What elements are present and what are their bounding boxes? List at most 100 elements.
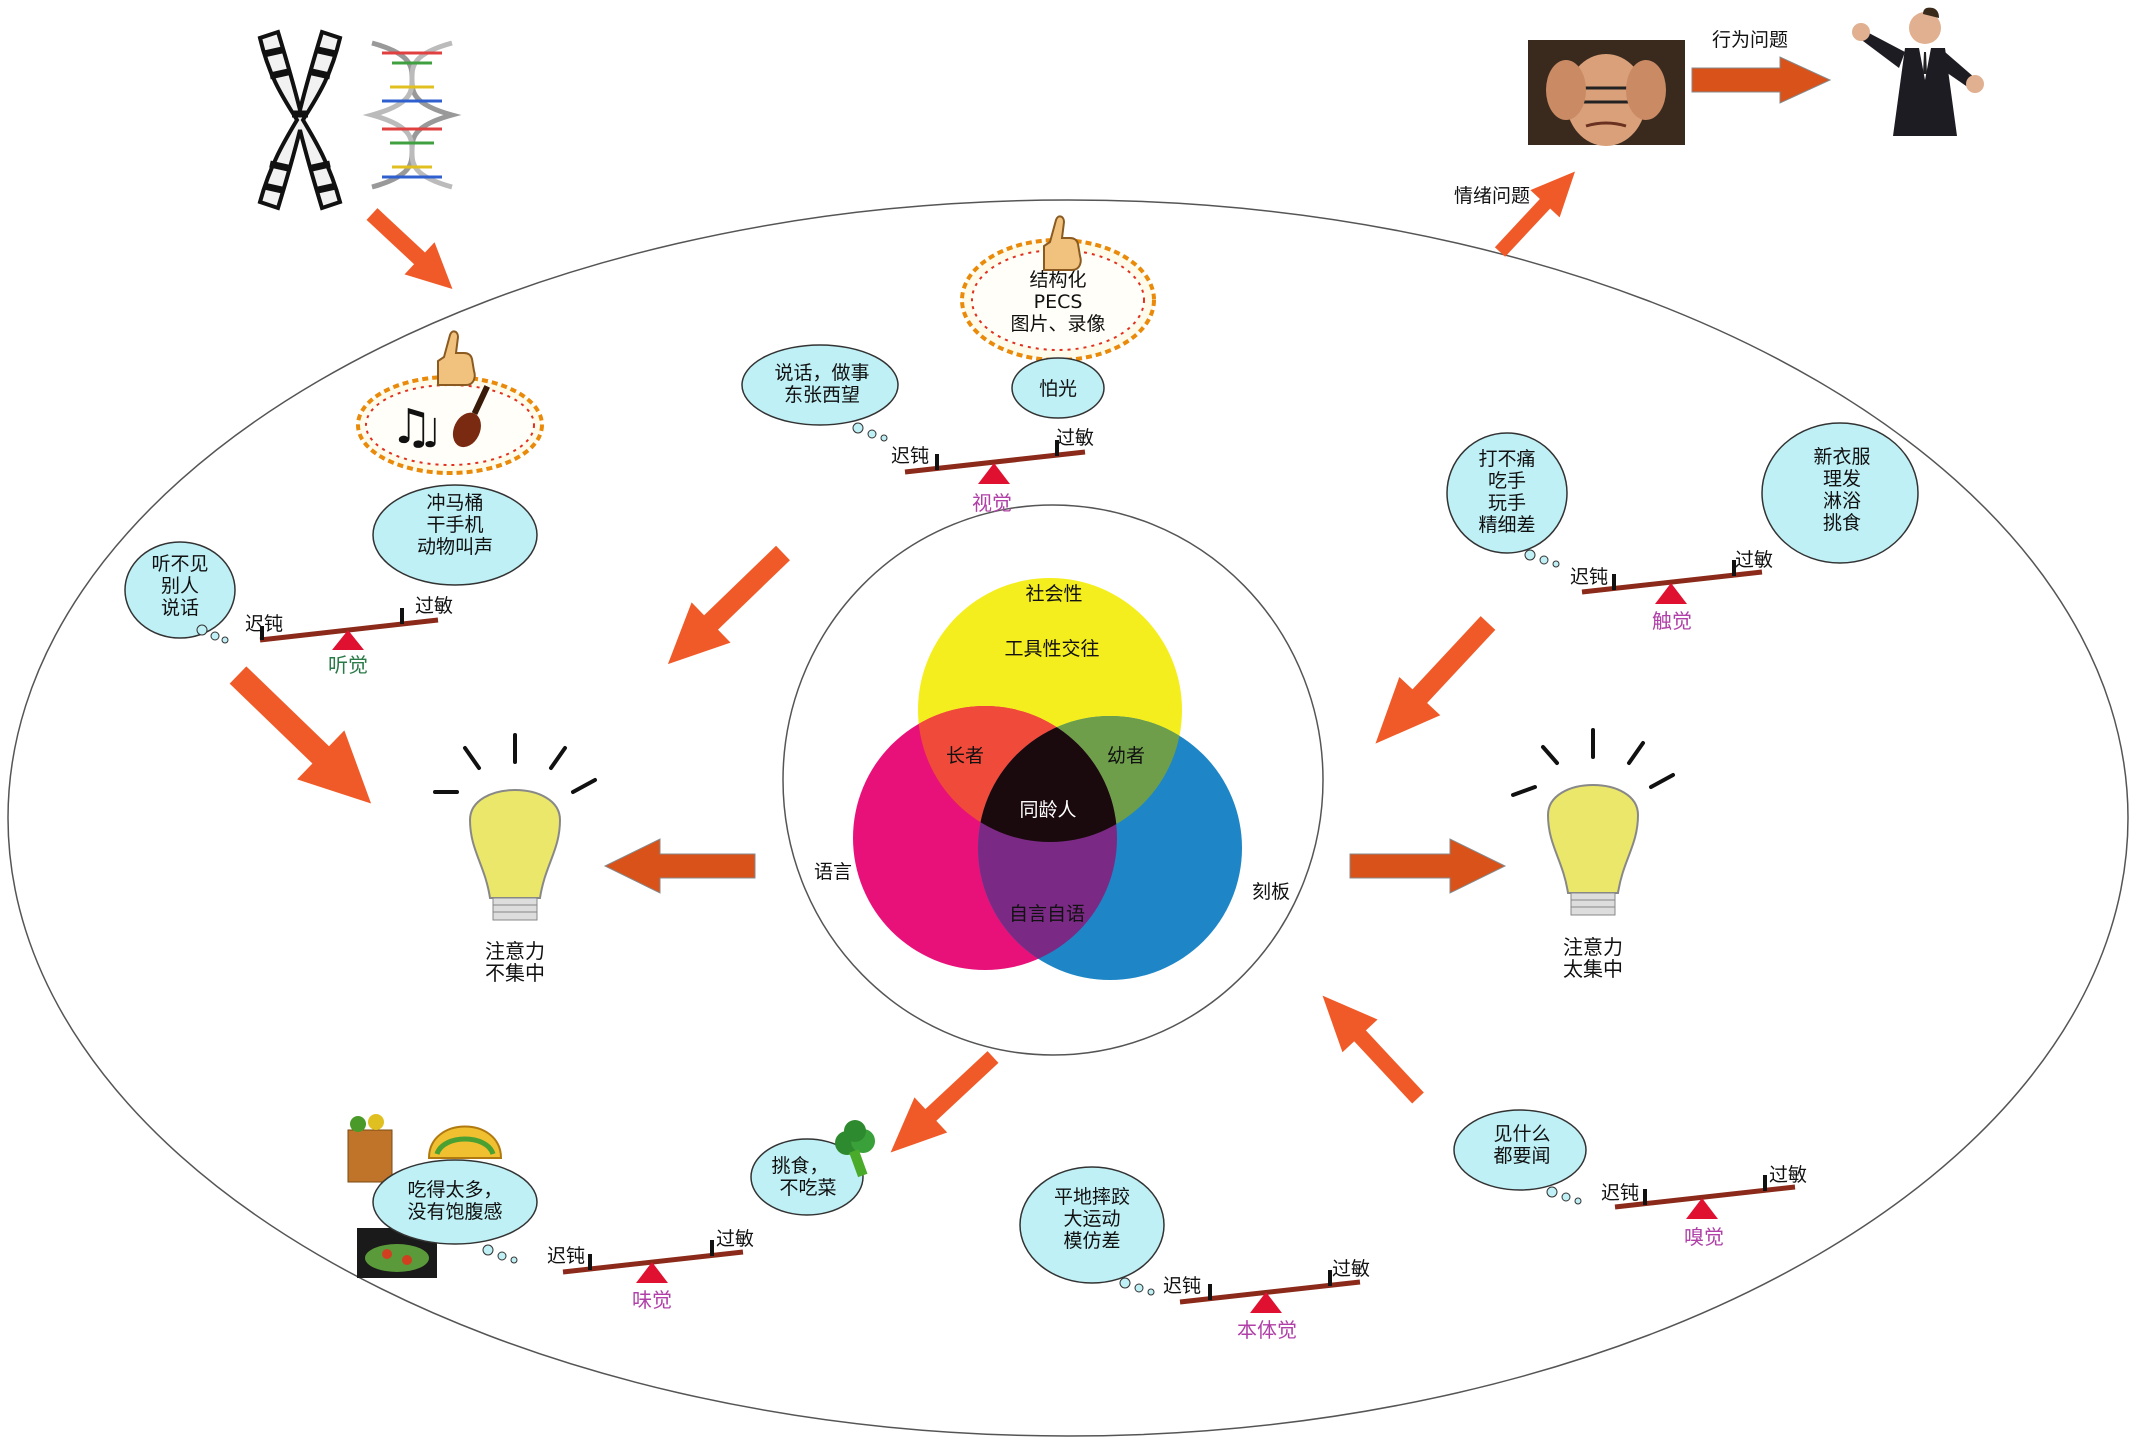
venn-label-elder: 长者 <box>946 745 984 767</box>
bubble-touch-low-line-3: 玩手 <box>1488 492 1526 514</box>
lightbulb-left <box>433 733 597 921</box>
bubble-vision-low-line-2: 东张西望 <box>784 384 860 406</box>
salad-plate-icon <box>357 1228 437 1278</box>
smell-low-label: 迟钝 <box>1601 1182 1639 1204</box>
seesaw-smell: 迟钝 过敏 嗅觉 <box>1601 1164 1807 1249</box>
music-notes-icon: ♫ <box>390 399 433 455</box>
arrow-hearing-to-bulb <box>229 666 372 804</box>
venn-label-rigid: 刻板 <box>1252 881 1290 903</box>
bubble-touch-low-line-2: 吃手 <box>1488 470 1526 492</box>
bubble-touch-high-line-4: 挑食 <box>1823 512 1861 534</box>
seesaw-touch: 迟钝 过敏 触觉 <box>1570 549 1773 633</box>
vision-high-label: 过敏 <box>1056 427 1094 449</box>
thumbs-up-icon-vision <box>1043 215 1082 271</box>
arrow-smell-to-circle <box>1322 995 1424 1104</box>
bubble-taste-low-line-1: 吃得太多， <box>407 1179 502 1201</box>
sense-taste: 味觉 <box>632 1288 672 1312</box>
bubble-hearing-high-line-1: 冲马桶 <box>426 492 483 514</box>
venn-overlap-center <box>978 716 1117 842</box>
taco-icon <box>427 1125 503 1159</box>
bubble-proprio-low-line-3: 模仿差 <box>1063 1230 1120 1252</box>
bubble-touch-low-line-1: 打不痛 <box>1478 448 1535 470</box>
dna-icon <box>362 40 462 190</box>
venn-label-younger: 幼者 <box>1107 745 1145 767</box>
taste-high-label: 过敏 <box>716 1228 754 1250</box>
vision-low-label: 迟钝 <box>891 445 929 467</box>
bubble-touch-low: 打不痛 吃手 玩手 精细差 <box>1446 432 1568 568</box>
bubble-taste-high-line-1: 挑食， <box>771 1155 828 1177</box>
attention-right-line-1: 注意力 <box>1563 935 1623 959</box>
broccoli-icon <box>835 1120 875 1178</box>
venn-diagram <box>853 578 1242 980</box>
bubble-hearing-low-line-1: 听不见 <box>151 553 208 575</box>
attention-left-line-1: 注意力 <box>485 939 545 963</box>
bubble-proprio-low: 平地摔跤 大运动 模仿差 <box>1019 1166 1165 1296</box>
bubble-taste-low-line-2: 没有饱腹感 <box>407 1201 502 1223</box>
bubble-smell-low-line-1: 见什么 <box>1493 1123 1550 1145</box>
vision-cloud-line-3: 图片、录像 <box>1010 313 1105 335</box>
bubble-smell-low-line-2: 都要闻 <box>1493 1145 1550 1167</box>
arrow-circle-to-taste <box>890 1051 999 1153</box>
sense-vision: 视觉 <box>972 491 1012 515</box>
bubble-hearing-high-line-2: 干手机 <box>426 514 483 536</box>
touch-high-label: 过敏 <box>1735 549 1773 571</box>
seesaw-hearing: 迟钝 过敏 听觉 <box>245 595 453 677</box>
bubble-hearing-low-line-2: 别人 <box>161 575 199 597</box>
touch-low-label: 迟钝 <box>1570 566 1608 588</box>
taste-low-label: 迟钝 <box>547 1245 585 1267</box>
bubble-touch-high: 新衣服 理发 淋浴 挑食 <box>1761 422 1919 564</box>
grocery-bag-icon <box>347 1114 393 1183</box>
diagonal-arrows <box>229 171 1576 1153</box>
arrow-emotion-to-behavior <box>1691 56 1832 104</box>
horizontal-arrows <box>603 56 1832 894</box>
lightbulb-right <box>1511 728 1675 916</box>
arrow-vision-to-bulb <box>667 545 790 665</box>
attention-left-line-2: 不集中 <box>485 961 545 985</box>
bubble-vision-low-line-1: 说话，做事 <box>774 362 869 384</box>
svg-text:♩: ♩ <box>422 411 441 457</box>
arrow-genetics <box>366 208 453 290</box>
hearing-low-label: 迟钝 <box>245 613 283 635</box>
venn-label-social: 社会性 <box>1025 583 1082 605</box>
arrow-circle-to-left-bulb <box>603 838 756 894</box>
sense-smell: 嗅觉 <box>1684 1225 1724 1249</box>
bubble-touch-high-line-3: 淋浴 <box>1823 490 1861 512</box>
bubble-vision-high: 怕光 <box>1011 357 1105 419</box>
angry-man-figure <box>1852 7 1984 136</box>
vision-cloud: 结构化 PECS 图片、录像 <box>960 238 1156 362</box>
venn-label-language: 语言 <box>814 861 852 883</box>
seesaw-proprio: 迟钝 过敏 本体觉 <box>1163 1258 1370 1342</box>
bubble-proprio-low-line-1: 平地摔跤 <box>1054 1186 1130 1208</box>
thumbs-up-icon-hearing <box>437 330 476 386</box>
vision-cloud-line-1: 结构化 <box>1029 269 1086 291</box>
bubble-taste-high: 挑食， 不吃菜 <box>750 1138 864 1216</box>
bubble-hearing-high-line-3: 动物叫声 <box>417 536 493 558</box>
proprio-high-label: 过敏 <box>1332 1258 1370 1280</box>
sense-touch: 触觉 <box>1652 609 1692 633</box>
label-emotion-problem: 情绪问题 <box>1454 185 1530 207</box>
bubble-touch-high-line-1: 新衣服 <box>1813 446 1870 468</box>
bubble-vision-high-line-1: 怕光 <box>1039 378 1077 400</box>
seesaw-taste: 迟钝 过敏 味觉 <box>547 1228 754 1312</box>
chromosome-icon <box>257 29 343 211</box>
bubble-vision-low: 说话，做事 东张西望 <box>741 344 899 442</box>
proprio-low-label: 迟钝 <box>1163 1275 1201 1297</box>
stressed-man-photo <box>1528 40 1685 146</box>
bubble-hearing-high: 冲马桶 干手机 动物叫声 <box>372 484 538 586</box>
outer-ellipse <box>7 199 2129 1437</box>
arrow-touch-to-circle <box>1375 616 1496 744</box>
bubble-touch-low-line-4: 精细差 <box>1478 514 1535 536</box>
bubble-taste-low: 吃得太多， 没有饱腹感 <box>372 1159 538 1264</box>
venn-label-peers: 同龄人 <box>1019 799 1076 821</box>
arrow-to-emotion <box>1494 171 1576 257</box>
violin-icon <box>452 385 490 448</box>
vision-cloud-line-2: PECS <box>1034 291 1083 313</box>
inner-circle <box>782 504 1324 1056</box>
bubble-smell-low: 见什么 都要闻 <box>1453 1109 1587 1205</box>
hearing-high-label: 过敏 <box>415 595 453 617</box>
sense-hearing: 听觉 <box>328 653 368 677</box>
hearing-cloud-music: ♫ ♩ <box>356 375 544 475</box>
label-behavior-problem: 行为问题 <box>1712 29 1788 51</box>
arrow-circle-to-right-bulb <box>1349 838 1507 894</box>
